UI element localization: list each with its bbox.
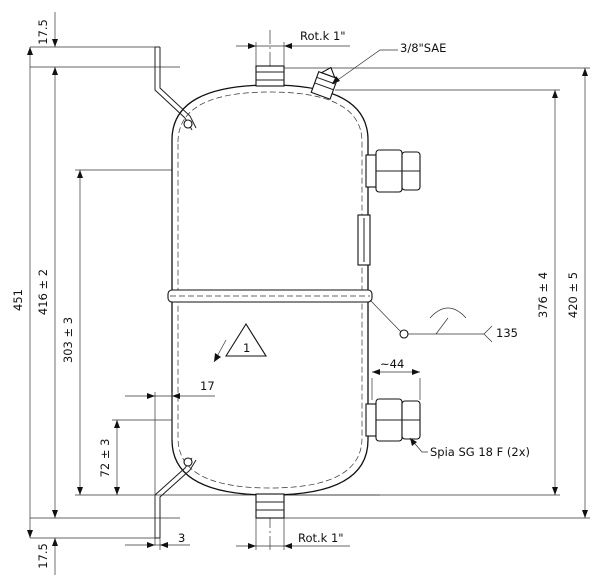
svg-text:17.5: 17.5 [36, 19, 50, 45]
right-extension-lines [280, 67, 590, 519]
bottom-connection-fitting [255, 493, 285, 519]
svg-text:376 ± 4: 376 ± 4 [536, 272, 550, 318]
dim-port-span: 303 ± 3 [61, 170, 83, 495]
svg-text:135: 135 [496, 326, 518, 340]
note-marker: 1 [213, 322, 267, 363]
dim-bracket-span: 416 ± 2 [36, 67, 58, 518]
svg-text:Spia SG 18 F (2x): Spia SG 18 F (2x) [430, 445, 530, 459]
svg-text:420 ± 5: 420 ± 5 [566, 272, 580, 318]
upper-sight-glass [365, 149, 421, 193]
dim-body-height: 376 ± 4 [536, 90, 558, 495]
svg-text:17.5: 17.5 [36, 543, 50, 569]
dim-bottom-margin: 17.5 [36, 538, 58, 575]
bottom-connection-label: Rot.k 1" [236, 518, 350, 550]
bottom-mounting-bracket [154, 457, 197, 539]
sae-port-label: 3/8"SAE [331, 41, 446, 85]
svg-text:Rot.k 1": Rot.k 1" [300, 29, 346, 43]
dim-bracket-thickness: 3 [125, 531, 190, 550]
top-connection-fitting [255, 65, 285, 87]
vessel-body [167, 84, 373, 496]
dim-top-margin: 17.5 [36, 12, 58, 47]
svg-text:416 ± 2: 416 ± 2 [36, 269, 50, 315]
sae-port-fitting [310, 66, 339, 100]
svg-text:~44: ~44 [380, 357, 404, 371]
lower-sight-glass [365, 398, 421, 442]
svg-text:Rot.k 1": Rot.k 1" [298, 531, 344, 545]
svg-text:1: 1 [243, 341, 250, 355]
dim-port-projection: ~44 [371, 357, 421, 400]
top-mounting-bracket [154, 46, 197, 131]
dim-overall-height: 451 [11, 47, 33, 538]
dim-sight-offset: 72 ± 3 [98, 420, 120, 495]
dim-total-height: 420 ± 5 [566, 68, 588, 518]
svg-text:3/8"SAE: 3/8"SAE [400, 41, 446, 55]
name-plate [357, 214, 371, 266]
svg-text:451: 451 [11, 289, 25, 311]
svg-text:3: 3 [178, 531, 185, 545]
svg-text:17: 17 [200, 379, 215, 393]
dim-bracket-width: 17 [125, 379, 215, 545]
sight-glass-label: Spia SG 18 F (2x) [409, 437, 530, 459]
weld-symbol: 135 [369, 299, 518, 343]
svg-text:72 ± 3: 72 ± 3 [98, 439, 112, 478]
top-connection-label: Rot.k 1" [236, 29, 350, 66]
svg-text:303 ± 3: 303 ± 3 [61, 317, 75, 363]
